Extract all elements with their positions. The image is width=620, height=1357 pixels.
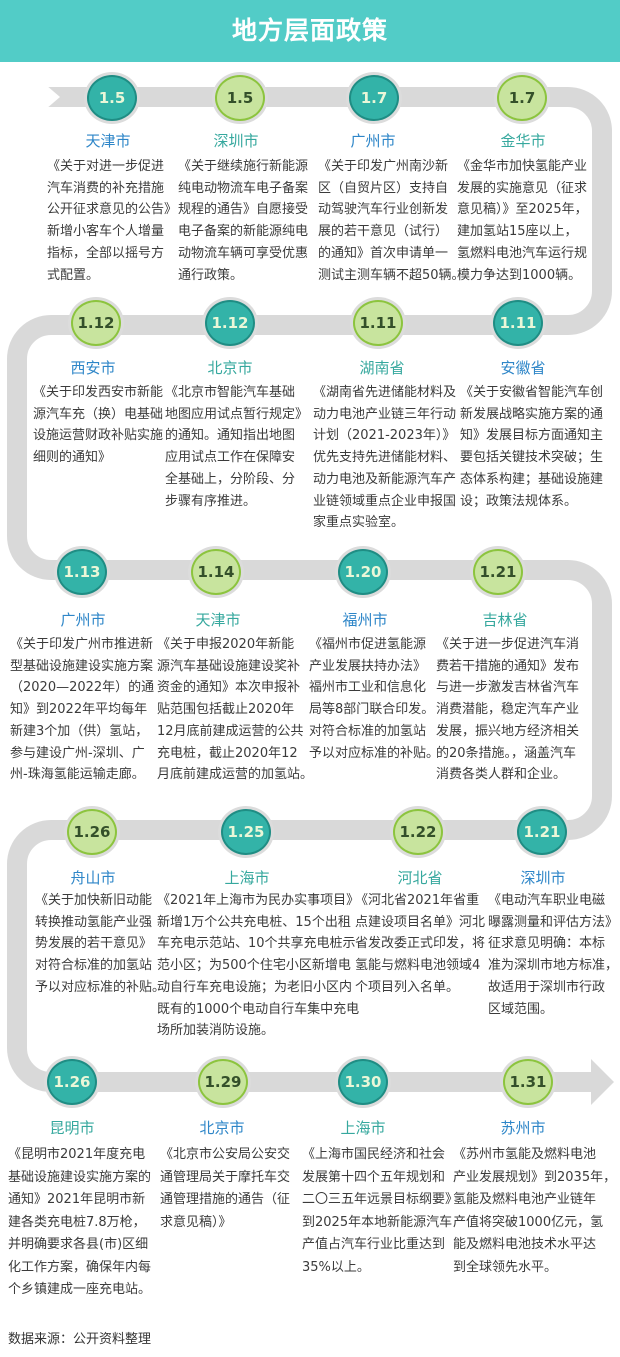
date-marker: 1.22 <box>393 809 443 855</box>
date-marker: 1.29 <box>198 1059 248 1105</box>
date-marker: 1.7 <box>497 75 547 121</box>
region-name: 北京市 <box>207 359 253 377</box>
date-marker: 1.25 <box>221 809 271 855</box>
policy-description: 《上海市国民经济和社会 发展第十四个五年规划和 二〇三五年远景目标纲要》 到20… <box>302 1147 459 1275</box>
date-marker: 1.21 <box>473 549 523 595</box>
policy-description: 《金华市加快氢能产业 发展的实施意见（征求 意见稿）》至2025年， 建加氢站1… <box>457 159 588 283</box>
region-name: 苏州市 <box>500 1119 546 1137</box>
policy-description: 《关于加快新旧动能 转换推动氢能产业强 势发展的若干意见》 对符合标准的加氢站 … <box>35 893 166 995</box>
header-banner: 地方层面政策 <box>0 0 620 62</box>
date-label: 1.5 <box>98 89 126 107</box>
region-name: 广州市 <box>60 611 106 629</box>
policy-description: 《关于印发广州南沙新 区（自贸片区）支持自 动驾驶汽车行业创新发 展的若干意见（… <box>318 159 465 283</box>
region-name: 吉林省 <box>482 611 528 629</box>
region-name: 深圳市 <box>520 869 566 887</box>
date-marker: 1.7 <box>349 75 399 121</box>
policy-description: 《关于对进一步促进 汽车消费的补充措施 公开征求意见的公告》 新增小客车个人增量… <box>47 159 178 283</box>
date-label: 1.13 <box>63 563 101 581</box>
policy-description: 《关于继续施行新能源 纯电动物流车电子备案 规程的通告》自愿接受 电子备案的新能… <box>178 159 309 283</box>
ribbon-notch-icon <box>46 85 60 109</box>
date-label: 1.21 <box>523 823 561 841</box>
policy-description: 《关于印发广州市推进新 型基础设施建设实施方案 （2020—2022年）的通 知… <box>10 637 155 783</box>
date-marker: 1.30 <box>338 1059 388 1105</box>
policy-description: 《北京市公安局公安交 通管理局关于摩托车交 通管理措施的通告（征 求意见稿）》 <box>160 1147 291 1230</box>
region-name: 湖南省 <box>359 359 405 377</box>
region-name: 深圳市 <box>213 132 259 150</box>
region-name: 天津市 <box>85 132 131 150</box>
region-name: 西安市 <box>70 359 116 377</box>
date-label: 1.11 <box>359 314 397 332</box>
date-label: 1.5 <box>226 89 254 107</box>
date-label: 1.12 <box>77 314 115 332</box>
policy-description: 《2021年上海市为民办实事项目》 新增1万个公共充电桩、15个出租 车充电示范… <box>157 893 360 1039</box>
region-name: 安徽省 <box>500 359 546 377</box>
date-marker: 1.5 <box>87 75 137 121</box>
arrow-right-icon <box>591 1059 614 1105</box>
date-marker: 1.11 <box>493 300 543 346</box>
policy-description: 《福州市促进氢能源 产业发展扶持办法》 福州市工业和信息化 局等8部门联合印发。… <box>309 637 440 761</box>
date-marker: 1.12 <box>205 300 255 346</box>
date-label: 1.22 <box>399 823 437 841</box>
date-label: 1.12 <box>211 314 249 332</box>
date-label: 1.7 <box>360 89 388 107</box>
region-name: 天津市 <box>195 611 241 629</box>
region-name: 福州市 <box>342 611 388 629</box>
policy-description: 《昆明市2021年度充电 基础设施建设实施方案的 通知》2021年昆明市新 建各… <box>8 1147 152 1297</box>
date-marker: 1.14 <box>191 549 241 595</box>
date-label: 1.11 <box>499 314 537 332</box>
region-name: 上海市 <box>340 1119 386 1137</box>
date-label: 1.7 <box>508 89 536 107</box>
date-marker: 1.20 <box>338 549 388 595</box>
date-label: 1.31 <box>509 1073 547 1091</box>
date-label: 1.26 <box>73 823 111 841</box>
policy-description: 《关于安徽省智能汽车创 新发展战略实施方案的通 知》发展目标方面通知主 要包括关… <box>460 385 604 509</box>
date-label: 1.14 <box>197 563 235 581</box>
date-label: 1.26 <box>53 1073 91 1091</box>
date-label: 1.29 <box>204 1073 242 1091</box>
region-name: 河北省 <box>397 869 443 887</box>
page-title: 地方层面政策 <box>231 16 388 45</box>
policy-description: 《湖南省先进储能材料及 动力电池产业链三年行动 计划（2021-2023年）》 … <box>313 385 457 531</box>
region-name: 北京市 <box>199 1119 245 1137</box>
region-name: 舟山市 <box>70 869 116 887</box>
date-marker: 1.21 <box>517 809 567 855</box>
policy-description: 《苏州市氢能及燃料电池 产业发展规划》到2035年， 氢能及燃料电池产业链年 产… <box>453 1147 617 1275</box>
date-label: 1.25 <box>227 823 265 841</box>
policy-description: 《北京市智能汽车基础 地图应用试点暂行规定》 的通知。通知指出地图 应用试点工作… <box>165 385 309 509</box>
date-marker: 1.5 <box>215 75 265 121</box>
policy-description: 《关于印发西安市新能 源汽车充（换）电基础 设施运营财政补贴实施 细则的通知》 <box>33 385 164 466</box>
region-name: 金华市 <box>500 132 546 150</box>
region-name: 广州市 <box>350 132 396 150</box>
date-label: 1.30 <box>344 1073 382 1091</box>
policy-description: 《关于申报2020年新能 源汽车基础设施建设奖补 资金的通知》本次申报补 贴范围… <box>157 637 314 783</box>
date-label: 1.20 <box>344 563 382 581</box>
data-source-note: 数据来源：公开资料整理 <box>8 1332 152 1347</box>
policy-description: 《关于进一步促进汽车消 费若干措施的通知》发布 与进一步激发吉林省汽车 消费潜能… <box>436 637 580 783</box>
policy-description: 《河北省2021年省重 点建设项目名单》河北 省发改委正式印发，将 氢能与燃料电… <box>355 893 486 995</box>
date-marker: 1.26 <box>47 1059 97 1105</box>
date-marker: 1.13 <box>57 549 107 595</box>
date-marker: 1.26 <box>67 809 117 855</box>
region-name: 昆明市 <box>49 1119 95 1137</box>
date-label: 1.21 <box>479 563 517 581</box>
date-marker: 1.31 <box>503 1059 553 1105</box>
date-marker: 1.12 <box>71 300 121 346</box>
date-marker: 1.11 <box>353 300 403 346</box>
policy-description: 《电动汽车职业电磁 曝露测量和评估方法》 征求意见明确：本标 准为深圳市地方标准… <box>488 893 619 1017</box>
region-name: 上海市 <box>224 869 270 887</box>
timeline-band <box>6 87 612 1092</box>
